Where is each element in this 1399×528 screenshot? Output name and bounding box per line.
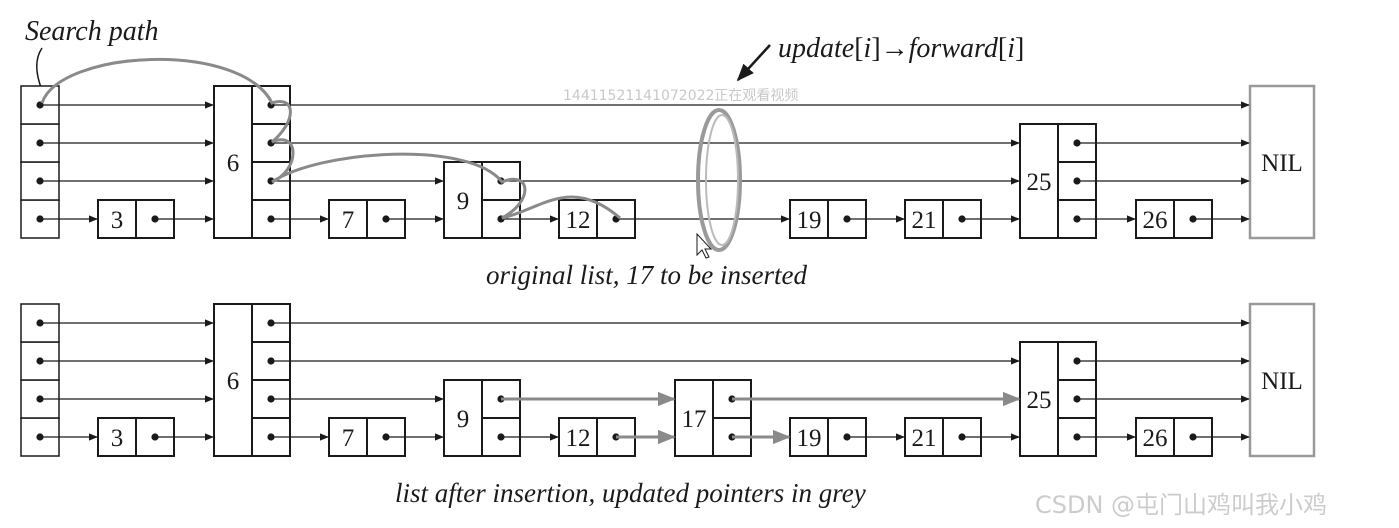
search-path-pointer-curve — [36, 47, 43, 91]
node-key-cell — [558, 417, 598, 457]
head-node — [20, 85, 60, 239]
node-key-label: 9 — [457, 188, 470, 215]
node-key-cell — [443, 379, 483, 457]
nil-label: NIL — [1261, 150, 1303, 177]
node-key-label: 19 — [797, 425, 822, 452]
node-key-cell — [789, 417, 829, 457]
node-key-cell — [97, 199, 137, 239]
video-watermark: 14411521141072022正在观看视频 — [563, 88, 798, 104]
node-key-label: 25 — [1027, 169, 1052, 196]
node-key-label: 7 — [342, 207, 355, 234]
node-key-cell — [328, 199, 368, 239]
node-key-label: 21 — [912, 207, 937, 234]
node-key-label: 9 — [457, 406, 470, 433]
node-key-label: 6 — [227, 150, 240, 177]
caption-original-list: original list, 17 to be inserted — [486, 260, 807, 290]
update-forward-arrow — [736, 44, 771, 82]
node-26: 26 — [1135, 199, 1213, 239]
update-ring — [696, 108, 742, 252]
update-ring-inner — [705, 114, 739, 246]
node-key-label: 3 — [111, 207, 124, 234]
updated-skip-list: 3 6 7 9 12 17 19 21 25 26 NIL — [20, 302, 1316, 458]
original-skip-list: 3 6 7 9 12 19 21 25 26 NIL — [20, 84, 1316, 240]
node-key-cell — [328, 417, 368, 457]
node-9: 9 — [443, 379, 521, 457]
node-17: 17 — [674, 379, 752, 457]
update-forward-label: update[i]→forward[i] — [778, 33, 1024, 64]
node-key-label: 3 — [111, 425, 124, 452]
node-key-label: 17 — [682, 406, 707, 433]
node-key-cell — [443, 161, 483, 239]
mouse-cursor-icon — [696, 232, 713, 259]
node-key-label: 12 — [566, 207, 591, 234]
node-key-cell — [904, 199, 944, 239]
node-6: 6 — [213, 85, 291, 239]
csdn-credit: CSDN @屯门山鸡叫我小鸡 — [1035, 491, 1327, 519]
node-21: 21 — [904, 417, 982, 457]
node-key-cell — [1019, 123, 1059, 239]
nil-node — [1248, 84, 1316, 240]
head-node — [20, 303, 60, 457]
caption-after-insertion: list after insertion, updated pointers i… — [395, 478, 866, 508]
node-key-label: 26 — [1143, 425, 1168, 452]
node-key-cell — [213, 85, 253, 239]
node-key-label: 21 — [912, 425, 937, 452]
search-path-curve — [40, 58, 621, 220]
nil-label: NIL — [1261, 368, 1303, 395]
node-key-label: 12 — [566, 425, 591, 452]
node-key-label: 26 — [1143, 207, 1168, 234]
node-7: 7 — [328, 199, 406, 239]
node-key-label: 7 — [342, 425, 355, 452]
node-key-label: 6 — [227, 368, 240, 395]
node-key-label: 19 — [797, 207, 822, 234]
node-key-label: 25 — [1027, 387, 1052, 414]
search-path-label: Search path — [25, 16, 159, 47]
node-6: 6 — [213, 303, 291, 457]
node-key-cell — [904, 417, 944, 457]
node-9: 9 — [443, 161, 521, 239]
nil-node — [1248, 302, 1316, 458]
node-key-cell — [1019, 341, 1059, 457]
